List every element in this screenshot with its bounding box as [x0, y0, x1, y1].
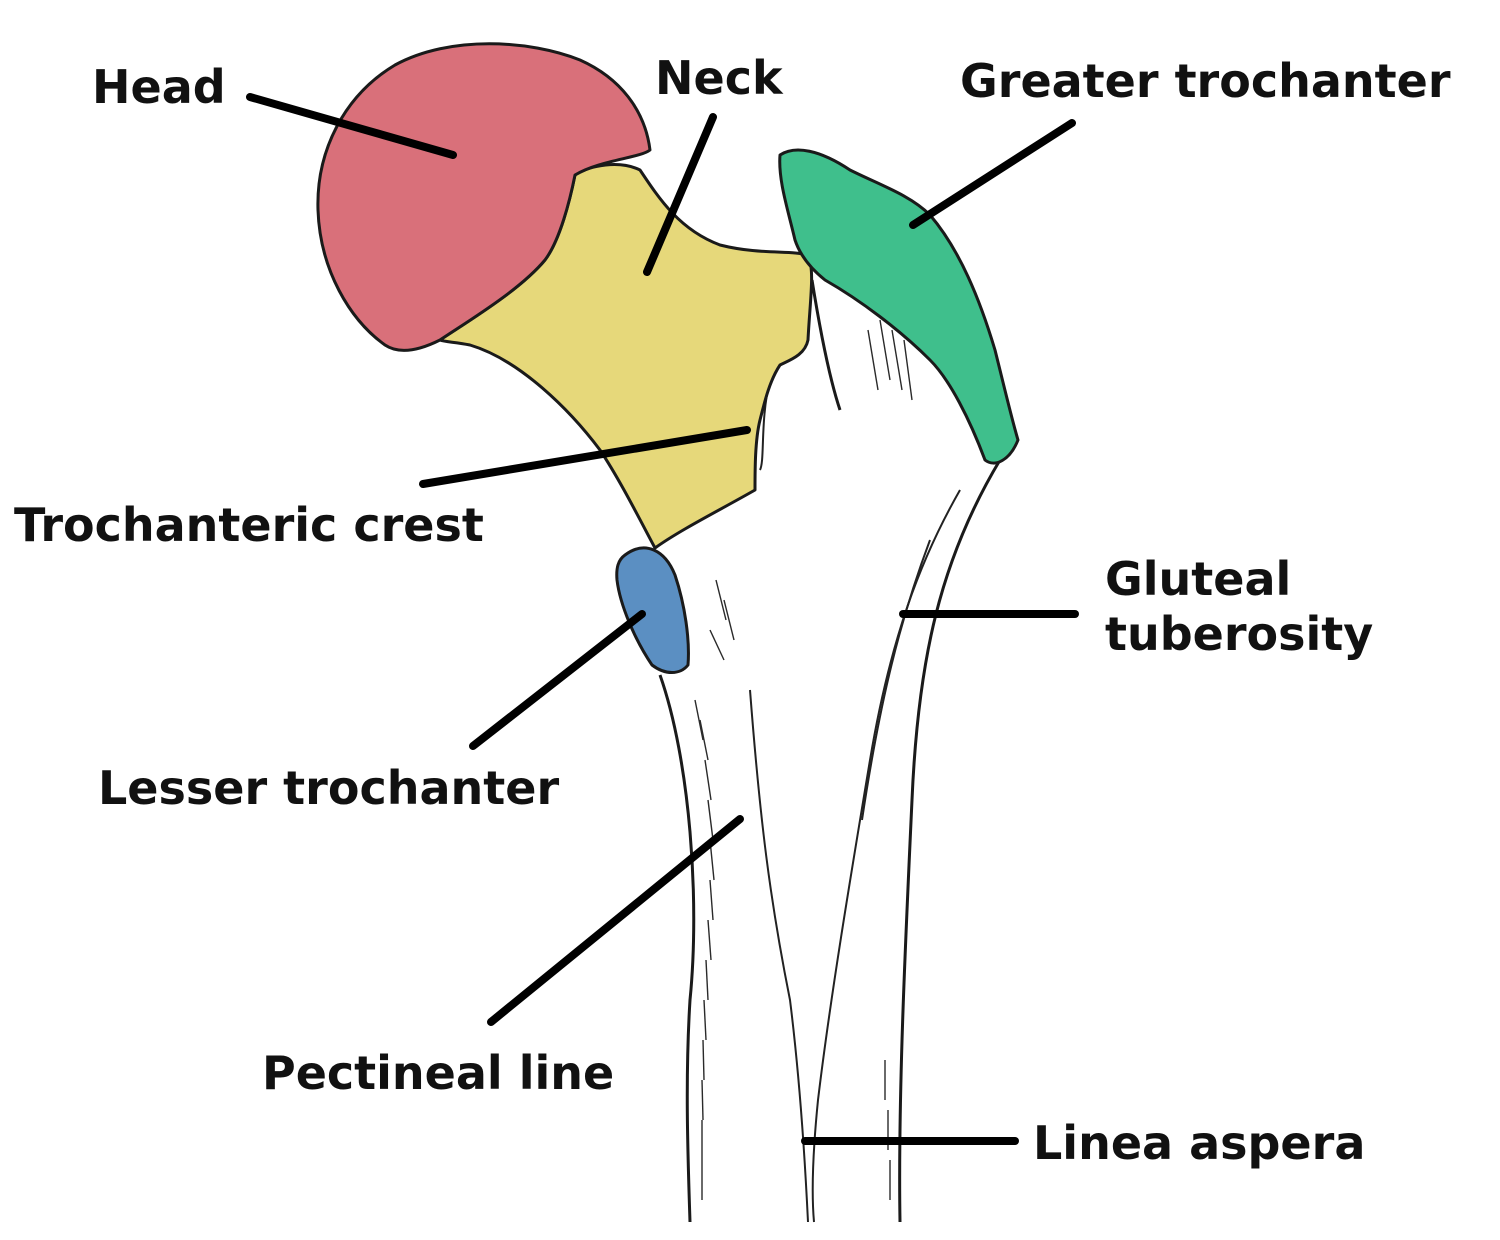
label-gluteal-tuberosity-line2: tuberosity [1105, 606, 1374, 661]
leader-lesser-trochanter [469, 610, 646, 750]
leader-head [246, 93, 457, 159]
leader-pectineal-line [487, 815, 744, 1026]
lesser-trochanter-region [615, 546, 690, 674]
label-gluteal-tuberosity: Gluteal tuberosity [1105, 553, 1373, 661]
label-head: Head [92, 60, 226, 114]
femur-head [316, 42, 652, 352]
leader-lines [246, 93, 1079, 1145]
greater-trochanter-region [778, 148, 1020, 465]
leader-trochanteric-crest [419, 426, 751, 488]
leader-greater-trochanter [909, 119, 1076, 229]
label-greater-trochanter: Greater trochanter [960, 54, 1451, 108]
femur-shaft [658, 279, 1002, 1223]
label-gluteal-tuberosity-line1: Gluteal [1105, 552, 1292, 606]
label-trochanteric-crest: Trochanteric crest [14, 498, 484, 552]
label-pectineal-line: Pectineal line [262, 1046, 615, 1100]
label-linea-aspera: Linea aspera [1033, 1116, 1366, 1170]
label-lesser-trochanter: Lesser trochanter [98, 761, 560, 815]
shaft-shading [694, 319, 913, 1200]
leader-neck [643, 113, 717, 276]
label-neck: Neck [655, 51, 783, 105]
